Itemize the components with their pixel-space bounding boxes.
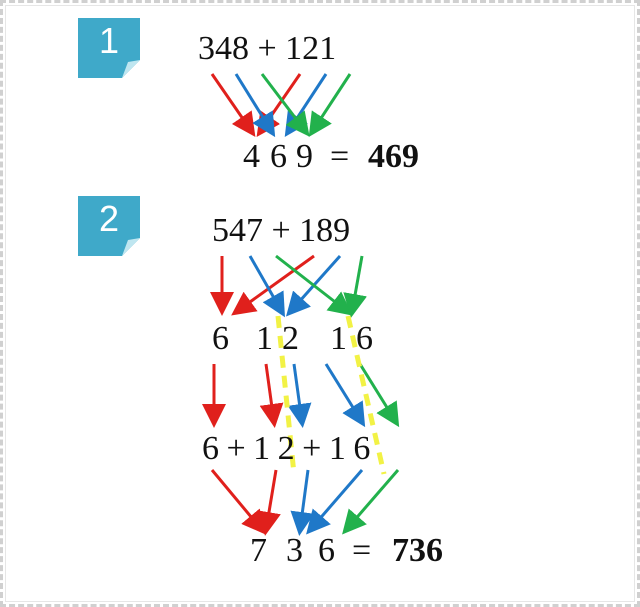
arrow-s2-green-3 xyxy=(358,363,400,428)
step-2-row2-expression: 6 + 1 2 + 1 6 xyxy=(202,430,370,467)
step-2-row1-digit-1: 6 xyxy=(212,320,229,357)
step-2-row1-digit-5: 6 xyxy=(356,320,373,357)
step-2-row3-digit-1: 7 xyxy=(250,532,267,569)
arrow-s2-red-6 xyxy=(257,469,281,536)
arrow-s1-green-1 xyxy=(260,73,310,137)
step-2-row3-digit-3: 6 xyxy=(318,532,335,569)
arrow-s2-red-4 xyxy=(259,363,284,428)
badge-1-number: 1 xyxy=(98,20,120,61)
arrow-s2-blue-4 xyxy=(324,363,366,428)
yellow-dash-2 xyxy=(345,315,387,475)
step-2-row1-digit-2: 1 xyxy=(256,320,273,357)
arrow-s1-green-2 xyxy=(308,73,352,138)
step-1-equals: = xyxy=(330,138,350,175)
arrow-s2-red-2 xyxy=(231,254,315,316)
arrow-s2-blue-6 xyxy=(306,469,364,535)
step-1-problem: 348 + 121 xyxy=(198,30,337,67)
arrow-s2-green-4 xyxy=(342,469,400,535)
step-2-row1-digit-3: 2 xyxy=(282,320,299,357)
arrow-s2-green-2 xyxy=(343,255,367,318)
arrow-s2-green-1 xyxy=(275,254,353,316)
step-1-badge: 1 xyxy=(78,18,140,78)
arrow-s2-red-5 xyxy=(210,469,266,535)
step-2-answer: 736 xyxy=(392,532,443,569)
arrow-s2-blue-2 xyxy=(286,255,342,317)
arrow-s1-blue-1 xyxy=(234,73,276,138)
badge-1-shape xyxy=(78,18,140,78)
step-2-equals: = xyxy=(352,532,372,569)
arrow-s2-blue-5 xyxy=(290,469,315,536)
step-2-row3-digit-2: 3 xyxy=(286,532,303,569)
step-2-badge: 2 xyxy=(78,196,140,256)
step-1-digit-1: 4 xyxy=(243,138,260,175)
step-1-answer: 469 xyxy=(368,138,419,175)
step-2-row1-digit-4: 1 xyxy=(330,320,347,357)
arrow-s1-red-1 xyxy=(210,73,256,137)
badge-2-shape xyxy=(78,196,140,256)
arrow-s2-blue-3 xyxy=(287,363,312,428)
step-1-digit-2: 6 xyxy=(270,138,287,175)
arrow-s2-blue-1 xyxy=(248,255,285,318)
step-2-problem: 547 + 189 xyxy=(212,212,351,249)
badge-2-number: 2 xyxy=(98,198,120,239)
step-1-digit-3: 9 xyxy=(296,138,313,175)
yellow-dash-1 xyxy=(275,315,297,475)
